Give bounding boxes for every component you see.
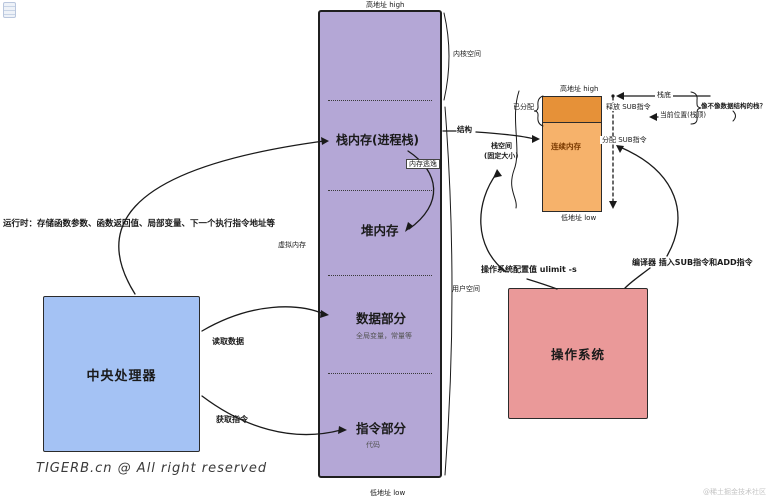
cpu-box: 中央处理器 bbox=[43, 296, 200, 452]
os-config-label: 操作系统配置值 ulimit -s bbox=[481, 265, 577, 274]
arrowhead bbox=[616, 145, 624, 153]
stack-question-label: 像不像数据结构的栈？ bbox=[701, 102, 766, 110]
stack-memory-title: 栈内存(进程栈) bbox=[336, 133, 419, 147]
allocated-segment bbox=[543, 97, 601, 123]
arrow-read-data bbox=[201, 306, 325, 332]
divider bbox=[328, 100, 432, 101]
code-section-subtitle: 代码 bbox=[366, 441, 380, 449]
arrowhead bbox=[609, 201, 617, 209]
arrowhead bbox=[616, 92, 624, 100]
stack-bottom-label: 栈底 bbox=[655, 91, 673, 100]
data-section-subtitle: 全局变量，常量等 bbox=[356, 332, 412, 340]
vm-high-address-label: 高地址 high bbox=[366, 1, 405, 9]
divider bbox=[328, 275, 432, 276]
contiguous-memory-label: 连续内存 bbox=[551, 142, 581, 151]
allocated-label: 已分配 bbox=[513, 103, 534, 111]
os-box: 操作系统 bbox=[508, 288, 648, 419]
os-label: 操作系统 bbox=[550, 347, 605, 362]
allocate-instruction-label: 分配 SUB指令 bbox=[600, 136, 649, 145]
arrowhead bbox=[532, 135, 540, 143]
compiler-label: 编译器 插入SUB指令和ADD指令 bbox=[632, 258, 753, 267]
current-position-label: 当前位置(栈顶) bbox=[660, 111, 707, 119]
structure-label: 结构 bbox=[457, 125, 472, 134]
heap-memory-title: 堆内存 bbox=[361, 223, 399, 238]
arrow-os-config-to-stack-space bbox=[480, 172, 507, 273]
fetch-instruction-label: 获取指令 bbox=[216, 415, 248, 424]
memory-escape-tag: 内存逃逸 bbox=[406, 159, 440, 170]
small-paren bbox=[732, 110, 736, 122]
arrowhead bbox=[649, 113, 657, 121]
copyright-text: TIGERB.cn @ All right reserved bbox=[36, 461, 268, 476]
release-instruction-label: 释放 SUB指令 bbox=[604, 103, 653, 112]
site-watermark: @稀土掘金技术社区 bbox=[703, 488, 766, 496]
stack-space-label: 栈空间 bbox=[491, 142, 512, 150]
line-compiler-to-osbox bbox=[624, 267, 651, 289]
code-section-title: 指令部分 bbox=[356, 421, 407, 436]
arrowhead bbox=[493, 169, 502, 178]
arrow-structure-to-detail bbox=[475, 131, 535, 140]
virtual-memory-label: 虚拟内存 bbox=[278, 241, 306, 249]
kernel-space-label: 内核空间 bbox=[453, 50, 481, 58]
divider bbox=[328, 373, 432, 374]
detail-low-address-label: 低地址 low bbox=[561, 214, 597, 222]
kernel-space-brace bbox=[443, 12, 450, 101]
vm-low-address-label: 低地址 low bbox=[370, 489, 406, 497]
user-space-label: 用户空间 bbox=[452, 285, 480, 293]
read-data-label: 读取数据 bbox=[212, 337, 244, 346]
arrow-cpu-to-stack bbox=[118, 140, 325, 295]
data-section-title: 数据部分 bbox=[356, 311, 407, 326]
runtime-note: 运行时：存储函数参数、函数返回值、局部变量、下一个执行指令地址等 bbox=[3, 219, 276, 229]
cpu-label: 中央处理器 bbox=[86, 368, 157, 384]
arrow-compiler-to-allocate bbox=[619, 146, 679, 257]
divider bbox=[328, 190, 432, 191]
stack-space-size-label: (固定大小) bbox=[484, 152, 519, 160]
stack-detail-box bbox=[542, 96, 602, 212]
virtual-memory-box bbox=[318, 10, 442, 478]
page-icon bbox=[3, 2, 16, 18]
detail-high-address-label: 高地址 high bbox=[560, 85, 599, 93]
user-space-brace bbox=[444, 106, 453, 476]
line-dot bbox=[611, 94, 615, 98]
